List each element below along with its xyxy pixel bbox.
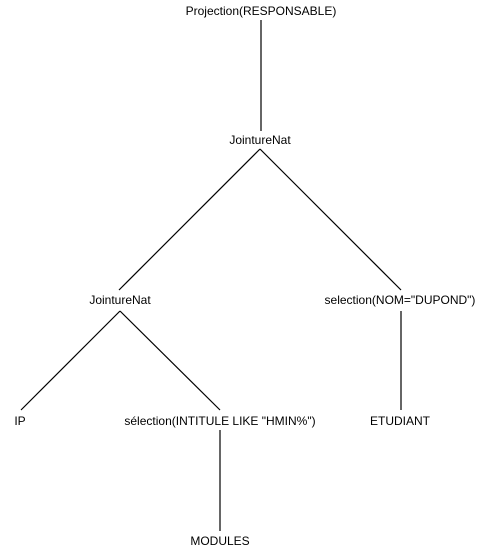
node-etudiant: ETUDIANT — [370, 414, 431, 428]
edge-join-top-to-selection-nom — [259, 148, 402, 291]
edge-join-top-to-join-left — [118, 148, 261, 291]
edge-join-left-to-ip — [20, 310, 121, 411]
node-jointure-nat-top: JointureNat — [229, 133, 291, 147]
node-selection-intitule: sélection(INTITULE LIKE "HMIN%") — [124, 414, 315, 428]
node-jointure-nat-left: JointureNat — [89, 293, 151, 307]
node-projection-responsable: Projection(RESPONSABLE) — [186, 4, 337, 18]
node-selection-nom: selection(NOM="DUPOND") — [325, 293, 476, 307]
node-ip: IP — [14, 414, 25, 428]
node-modules: MODULES — [190, 534, 249, 548]
edge-join-left-to-selection-intitule — [119, 310, 221, 411]
